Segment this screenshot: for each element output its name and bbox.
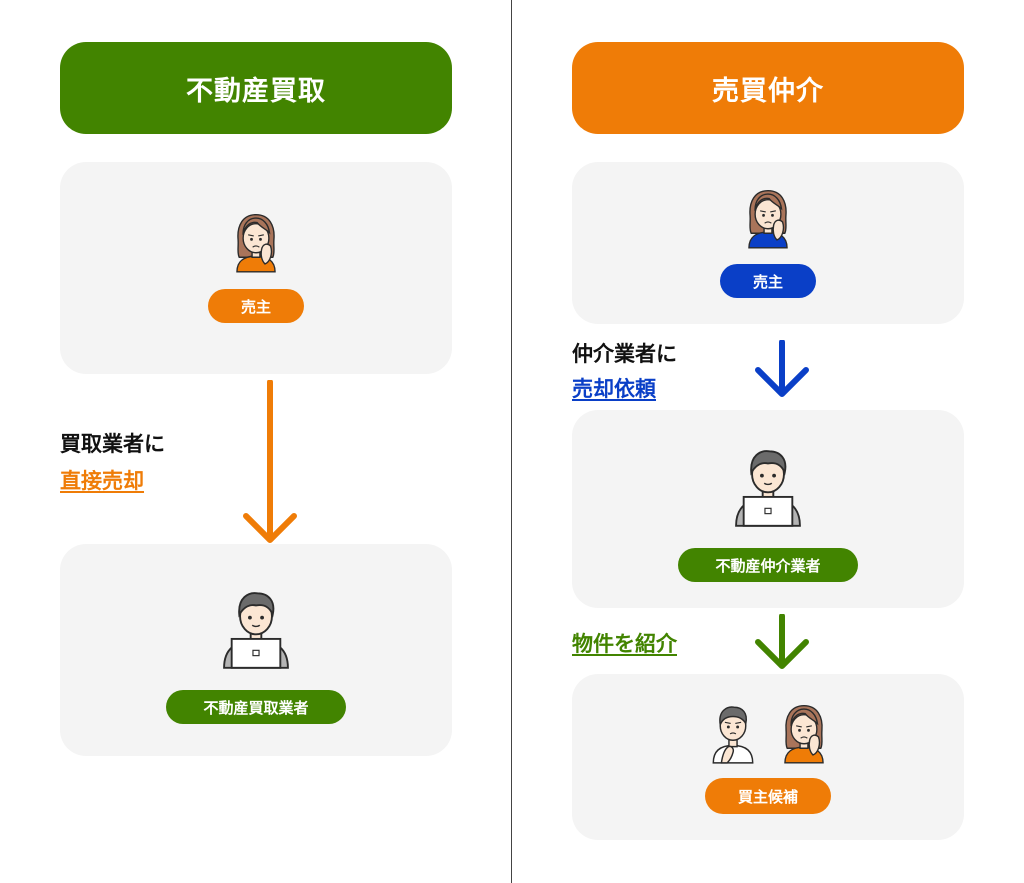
header-purchase-title: 不動産買取 bbox=[186, 75, 326, 107]
buyer-badge-left-label: 不動産買取業者 bbox=[203, 698, 309, 717]
worried-woman-icon bbox=[236, 213, 276, 273]
arrow-text-left-2: 直接売却 bbox=[60, 469, 144, 493]
seller-badge-left-label: 売主 bbox=[240, 297, 271, 316]
arrow1-text-right-2: 売却依頼 bbox=[572, 377, 656, 401]
arrow-down-icon bbox=[243, 380, 297, 543]
agent-badge-right-label: 不動産仲介業者 bbox=[715, 556, 821, 575]
seller-badge-right-label: 売主 bbox=[752, 272, 783, 291]
header-brokerage: 売買仲介 bbox=[572, 42, 964, 134]
arrow-down-icon bbox=[755, 340, 809, 397]
worried-woman-icon bbox=[748, 189, 788, 249]
businessman-laptop-icon bbox=[222, 591, 290, 669]
column-divider bbox=[511, 0, 512, 883]
seller-badge-right: 売主 bbox=[720, 264, 816, 298]
arrow-down-icon bbox=[755, 614, 809, 669]
arrow2-text-right: 物件を紹介 bbox=[572, 632, 677, 656]
arrow1-text-right-1: 仲介業者に bbox=[572, 342, 677, 366]
businessman-laptop-icon bbox=[734, 449, 802, 527]
thinking-man-icon bbox=[712, 706, 754, 764]
buyers-badge-right-label: 買主候補 bbox=[737, 787, 798, 806]
card-buyers-right bbox=[572, 674, 964, 840]
header-brokerage-title: 売買仲介 bbox=[712, 75, 824, 107]
buyers-badge-right: 買主候補 bbox=[705, 778, 831, 814]
buyer-badge-left: 不動産買取業者 bbox=[166, 690, 346, 724]
arrow-text-left-1: 買取業者に bbox=[60, 432, 165, 456]
seller-badge-left: 売主 bbox=[208, 289, 304, 323]
header-purchase: 不動産買取 bbox=[60, 42, 452, 134]
worried-woman-icon bbox=[784, 704, 824, 764]
agent-badge-right: 不動産仲介業者 bbox=[678, 548, 858, 582]
